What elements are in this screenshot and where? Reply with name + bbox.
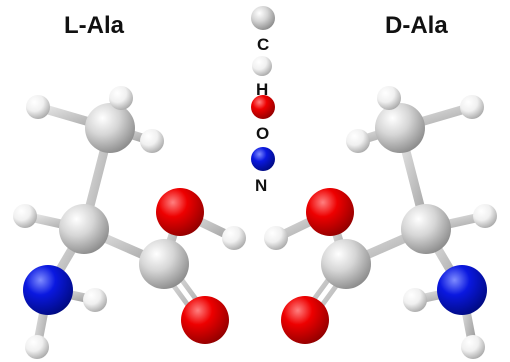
d-ala-atom-ho — [264, 226, 288, 250]
d-ala-atom-h2 — [377, 86, 401, 110]
d-ala-atom-hn2 — [461, 335, 485, 359]
l-ala-atom-ha — [13, 204, 37, 228]
d-ala-atom-hn1 — [403, 288, 427, 312]
legend-label-o: O — [256, 124, 270, 143]
element-legend — [251, 6, 275, 171]
legend-ball-n — [251, 147, 275, 171]
d-ala-atom-o1 — [306, 188, 354, 236]
l-ala-atom-ho — [222, 226, 246, 250]
l-ala-atom-n — [23, 265, 73, 315]
title-d-ala: D-Ala — [385, 12, 448, 39]
legend-label-c: C — [257, 35, 270, 54]
d-ala-atom-ha — [473, 204, 497, 228]
l-ala-atom-hn2 — [25, 335, 49, 359]
d-ala-atom-ca — [401, 204, 451, 254]
l-ala-atom-hn1 — [83, 288, 107, 312]
l-ala-atom-h1 — [26, 95, 50, 119]
l-ala-atom-ch3 — [85, 103, 135, 153]
legend-ball-o — [251, 95, 275, 119]
legend-ball-c — [251, 6, 275, 30]
l-ala-atom-h3 — [140, 129, 164, 153]
l-ala-atom-ca — [59, 204, 109, 254]
l-ala-atom-h2 — [109, 86, 133, 110]
title-l-ala: L-Ala — [64, 12, 124, 39]
legend-label-n: N — [255, 176, 268, 195]
d-ala-atom-o2 — [281, 296, 329, 344]
d-ala-atom-n — [437, 265, 487, 315]
d-ala-atom-h1 — [460, 95, 484, 119]
d-ala-atom-cc — [321, 239, 371, 289]
legend-label-h: H — [256, 80, 269, 99]
l-ala-atom-cc — [139, 239, 189, 289]
legend-ball-h — [252, 56, 272, 76]
d-ala-atom-h3 — [346, 129, 370, 153]
l-ala-atom-o2 — [181, 296, 229, 344]
atoms-layer — [13, 86, 497, 359]
l-ala-atom-o1 — [156, 188, 204, 236]
d-ala-atom-ch3 — [375, 103, 425, 153]
